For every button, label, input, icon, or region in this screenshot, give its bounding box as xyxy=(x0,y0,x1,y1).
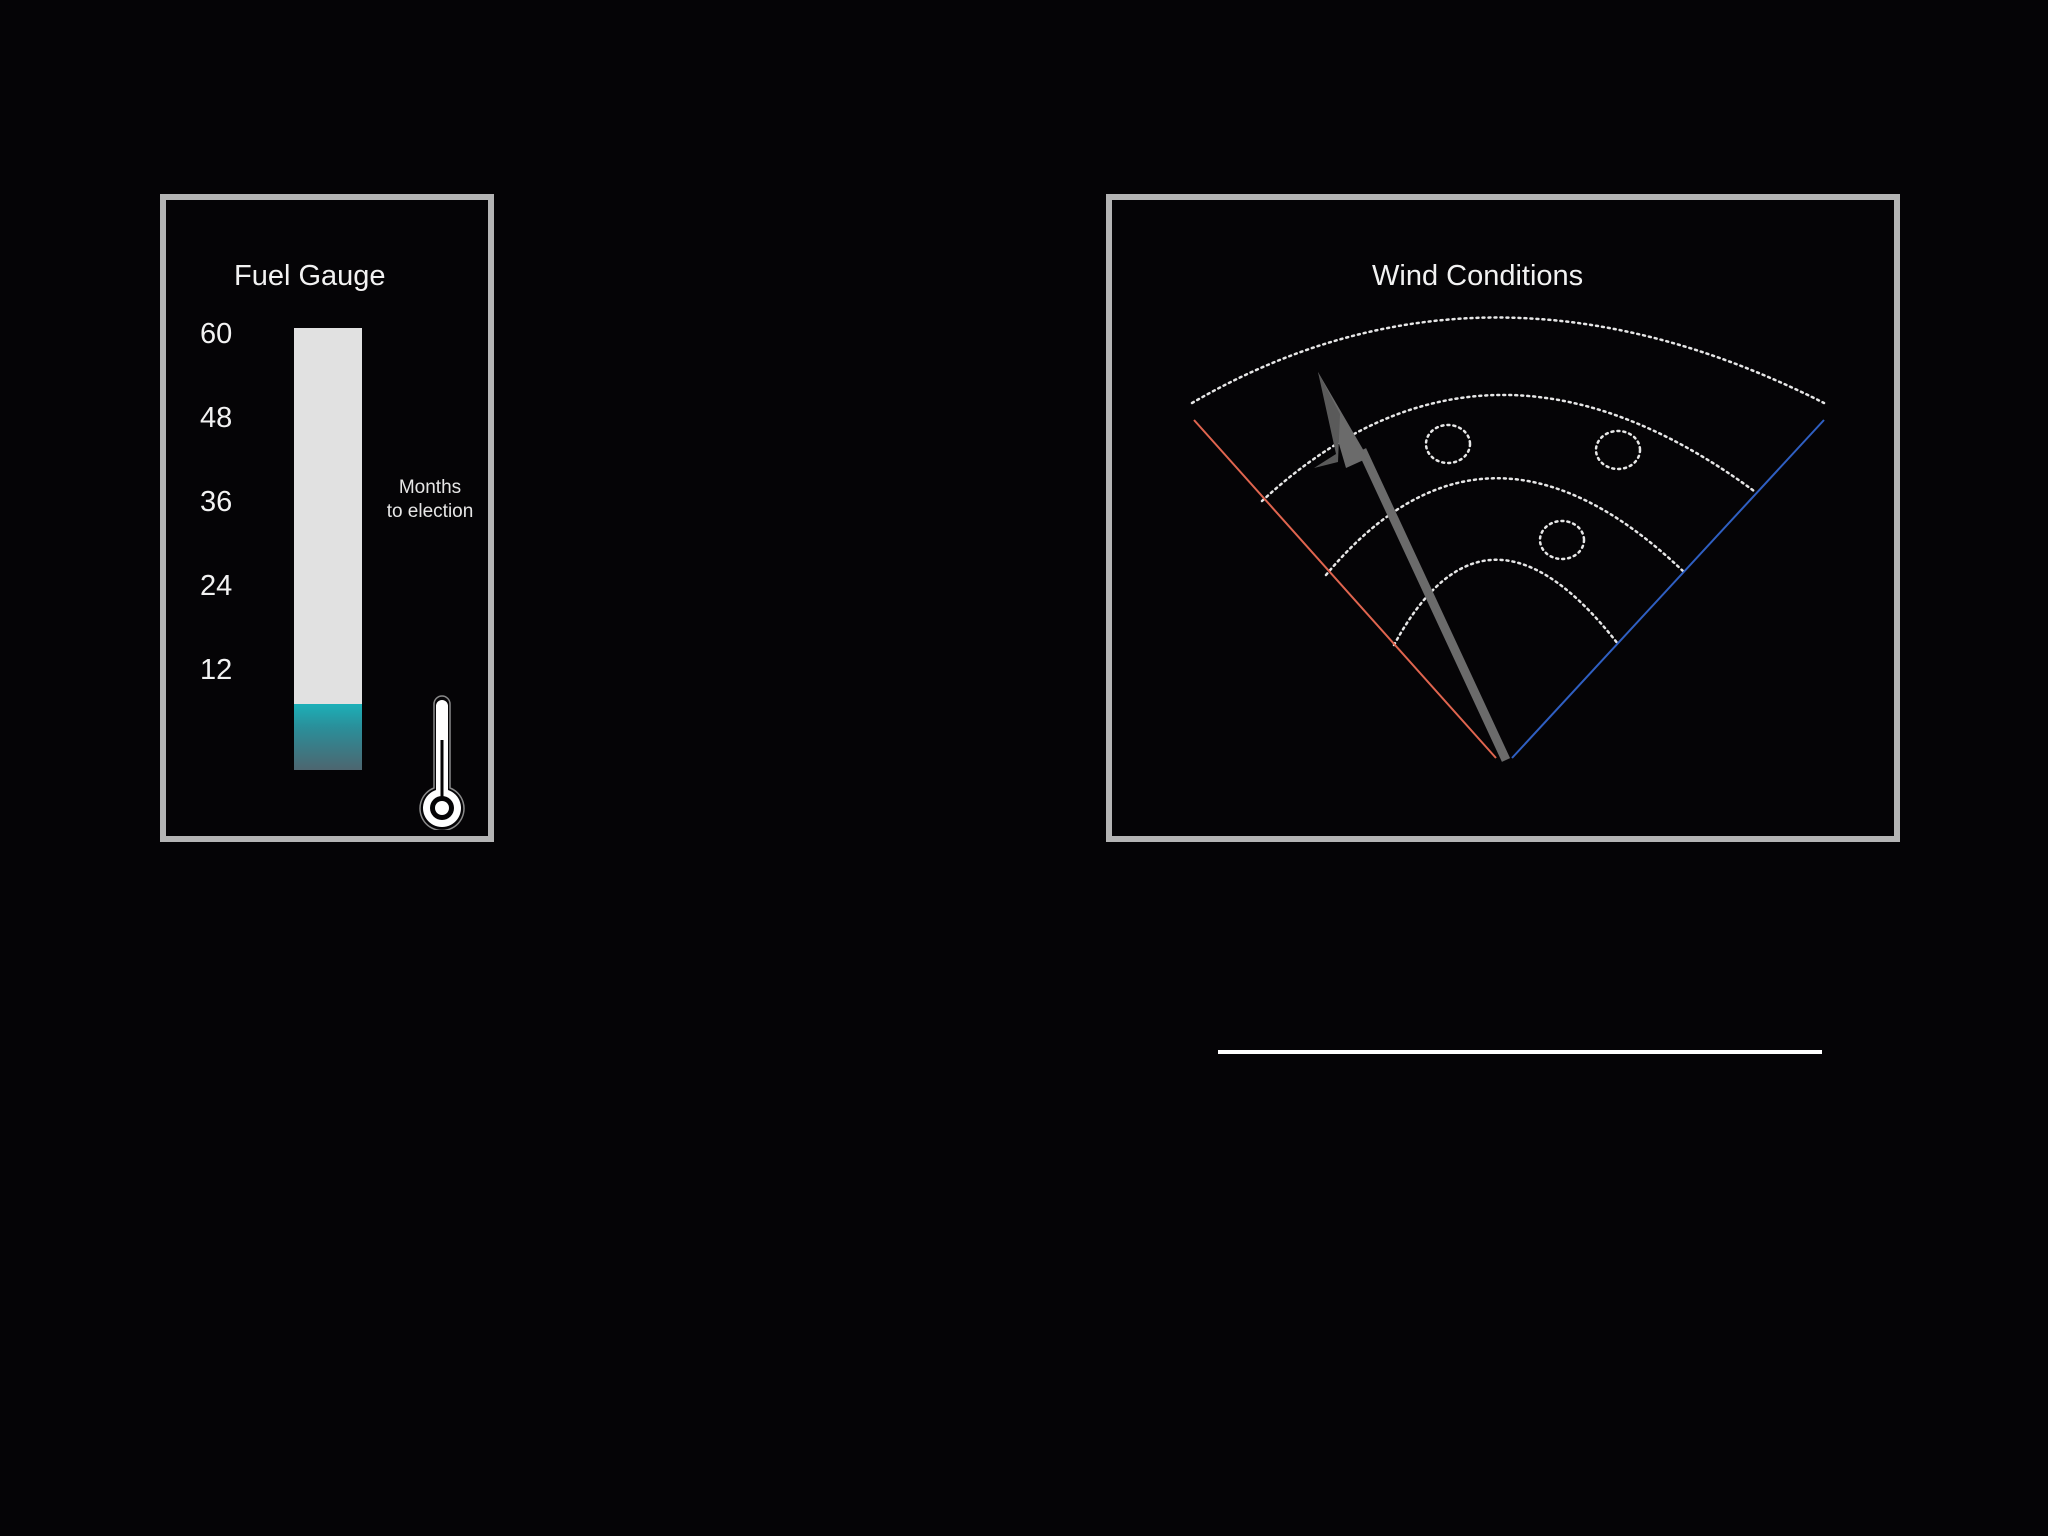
wind-ring-arc xyxy=(1392,558,1620,647)
gauge-caption-line1: Months xyxy=(398,477,462,498)
gauge-tick-label: 60 xyxy=(200,318,233,350)
fuel-gauge-title: Fuel Gauge xyxy=(234,260,386,292)
gauge-tick-label: 36 xyxy=(200,486,233,518)
divider-line xyxy=(1218,1050,1822,1054)
gauge-fill xyxy=(294,703,362,770)
wind-marker xyxy=(1424,423,1472,465)
wind-conditions-title: Wind Conditions xyxy=(1372,260,1584,292)
wind-marker xyxy=(1538,519,1586,561)
gauge-tick-label: 12 xyxy=(200,654,233,686)
wind-ring-arc xyxy=(1260,393,1756,503)
wind-left-edge xyxy=(1193,419,1497,759)
wind-arrow-shaft xyxy=(1357,448,1511,762)
gauge-caption: Months to election xyxy=(370,476,490,524)
wind-diagram xyxy=(1190,316,1826,762)
gauge-track xyxy=(294,328,362,770)
wind-conditions-panel: Wind Conditions xyxy=(1106,194,1900,842)
wind-marker xyxy=(1594,429,1642,471)
wind-right-edge xyxy=(1511,419,1825,759)
gauge-tick-label: 24 xyxy=(200,570,233,602)
gauge-caption-line2: to election xyxy=(386,501,474,522)
fuel-gauge-panel: Fuel Gauge 60 48 36 24 12 Months to elec… xyxy=(160,194,494,842)
wind-ring-arc xyxy=(1324,477,1686,577)
gauge-tick-label: 48 xyxy=(200,402,233,434)
thermometer-icon xyxy=(419,695,465,830)
wind-outer-arc xyxy=(1190,316,1826,405)
